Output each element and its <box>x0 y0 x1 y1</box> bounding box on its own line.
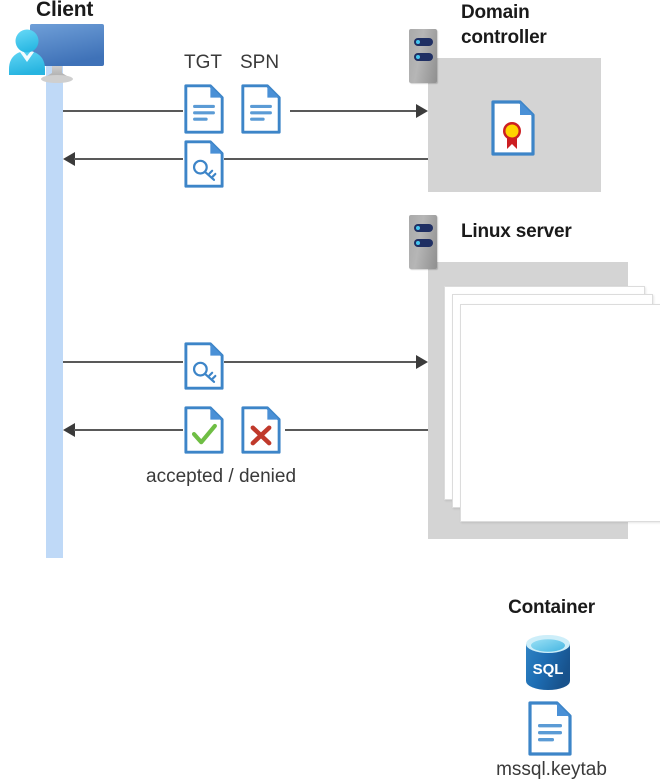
domain-controller-title-line1: Domain <box>461 2 530 23</box>
tgt-document-icon <box>184 84 224 139</box>
flow-tgt-spn-arrowhead <box>416 104 428 118</box>
client-lifeline <box>46 62 63 558</box>
domain-controller-title: Domain controller <box>461 0 621 50</box>
flow-ticket-presented-line-right <box>224 361 416 363</box>
flow-tgt-spn-line-right <box>290 110 416 112</box>
key-document-icon <box>184 140 224 193</box>
flow-auth-result-line-right <box>285 429 428 431</box>
spn-document-icon <box>241 84 281 139</box>
client-title: Client <box>36 0 94 21</box>
flow-ticket-presented-arrowhead <box>416 355 428 369</box>
container-card-stack: Container SQL <box>444 286 660 780</box>
container-title: Container <box>508 597 595 618</box>
keytab-file-label: mssql.keytab <box>496 759 607 780</box>
spn-label: SPN <box>240 52 280 73</box>
client-computer-icon <box>8 22 110 90</box>
flow-auth-result-arrowhead <box>63 423 75 437</box>
linux-server-title: Linux server <box>461 221 572 242</box>
denied-document-icon <box>241 406 281 459</box>
container-card-front <box>460 304 660 522</box>
certificate-document-icon <box>491 100 535 161</box>
flow-service-ticket-line-left <box>74 158 183 160</box>
tgt-label: TGT <box>184 52 222 73</box>
domain-controller-title-line2: controller <box>461 27 547 48</box>
linux-server-icon <box>409 215 437 269</box>
flow-tgt-spn-line-left <box>63 110 183 112</box>
accepted-denied-label: accepted / denied <box>146 466 297 487</box>
flow-auth-result-line-left <box>74 429 183 431</box>
flow-ticket-presented-line-left <box>63 361 183 363</box>
svg-text:SQL: SQL <box>533 661 564 678</box>
flow-service-ticket-line-right <box>224 158 428 160</box>
flow-service-ticket-arrowhead <box>63 152 75 166</box>
sql-database-icon: SQL <box>524 634 572 696</box>
domain-controller-server-icon <box>409 29 437 83</box>
accepted-document-icon <box>184 406 224 459</box>
keytab-document-icon <box>528 701 572 761</box>
key-document-icon <box>184 342 224 395</box>
